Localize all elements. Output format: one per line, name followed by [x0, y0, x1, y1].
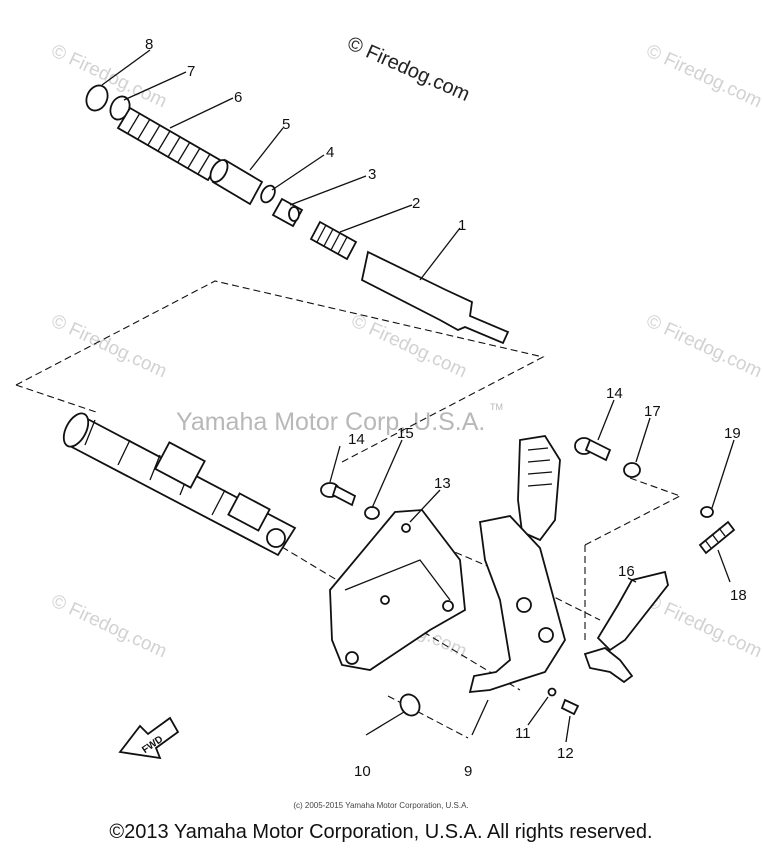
label-part-15: 15 [397, 425, 414, 442]
label-part-2: 2 [412, 195, 420, 212]
watermark-tile: © Firedog.com [643, 310, 763, 382]
label-part-16: 16 [618, 563, 635, 580]
watermark-main: © Firedog.com [344, 32, 473, 106]
washer-10 [399, 693, 421, 717]
spring-2 [309, 220, 358, 261]
bolt-14b [574, 437, 612, 462]
label-part-8: 8 [145, 36, 153, 53]
watermark-tile: © Firedog.com [48, 310, 170, 382]
copyright-main: ©2013 Yamaha Motor Corporation, U.S.A. A… [109, 821, 652, 843]
label-part-19: 19 [724, 425, 741, 442]
watermark-tile: © Firedog.com [48, 590, 170, 662]
fwd-arrow: FWD [118, 716, 180, 760]
screw-12 [560, 698, 580, 716]
leader-lines [101, 49, 735, 743]
label-part-14-right: 14 [606, 385, 623, 402]
washer-17 [623, 462, 641, 478]
label-part-10: 10 [354, 763, 371, 780]
pedal-9 [468, 435, 566, 694]
label-part-13: 13 [434, 475, 451, 492]
label-part-1: 1 [458, 217, 466, 234]
washer-4 [260, 184, 276, 204]
spring-6 [116, 106, 222, 182]
ball-11 [547, 687, 557, 697]
shift-drum [62, 412, 297, 557]
watermark-corp: Yamaha Motor Corp, U.S.A. [176, 408, 485, 436]
label-part-11: 11 [515, 725, 531, 742]
label-part-17: 17 [644, 403, 661, 420]
label-part-4: 4 [326, 144, 334, 161]
label-part-18: 18 [730, 587, 747, 604]
bolt-19 [700, 506, 714, 518]
label-part-9: 9 [464, 763, 472, 780]
arm-16 [583, 570, 669, 684]
part-labels: 8 7 6 5 4 3 2 1 14 15 13 14 17 19 16 18 … [145, 36, 747, 780]
label-part-7: 7 [187, 63, 195, 80]
circlip-8 [85, 84, 109, 112]
label-part-6: 6 [234, 89, 242, 106]
bracket-13 [329, 509, 466, 671]
label-part-12: 12 [557, 745, 574, 762]
copyright-small: (c) 2005-2015 Yamaha Motor Corporation, … [293, 801, 468, 810]
watermark-tile: © Firedog.com [643, 40, 763, 112]
spring-18 [698, 520, 736, 555]
label-part-14-left: 14 [348, 431, 365, 448]
shaft-assembly [85, 84, 510, 345]
washer-15 [364, 506, 380, 520]
label-part-3: 3 [368, 166, 376, 183]
watermark-tm: TM [490, 402, 503, 412]
label-part-5: 5 [282, 116, 290, 133]
bolt-14a [320, 482, 357, 507]
shaft-1 [360, 250, 510, 345]
